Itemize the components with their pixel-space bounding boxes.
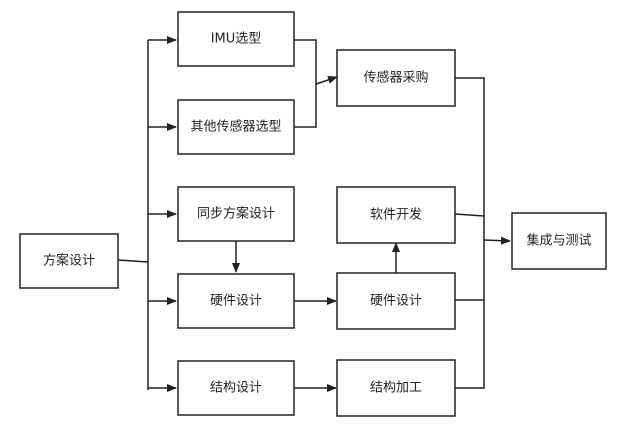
node-structure-design bbox=[177, 360, 295, 416]
node-plan-design bbox=[19, 233, 119, 289]
label-structure-design: 结构设计 bbox=[210, 381, 262, 396]
edge-collector bbox=[455, 77, 485, 389]
node-software-dev bbox=[336, 186, 456, 244]
node-other-sensor-selection bbox=[177, 99, 295, 155]
node-sync-plan-design bbox=[177, 186, 295, 242]
node-sensor-purchase bbox=[336, 49, 456, 107]
label-plan-design: 方案设计 bbox=[43, 253, 95, 269]
label-sync-plan-design: 同步方案设计 bbox=[197, 206, 275, 222]
label-other-sensor-selection: 其他传感器选型 bbox=[190, 119, 281, 135]
connectors bbox=[117, 36, 511, 392]
label-sensor-purchase: 传感器采购 bbox=[363, 70, 428, 86]
node-hardware-design-1 bbox=[177, 273, 295, 329]
edge-to-purchase bbox=[315, 76, 338, 85]
edge-to-integration bbox=[483, 236, 511, 245]
label-hardware-design-2: 硬件设计 bbox=[370, 294, 422, 309]
node-integration-test bbox=[511, 212, 607, 270]
label-hardware-design-1: 硬件设计 bbox=[210, 294, 262, 309]
node-hardware-design-2 bbox=[336, 272, 456, 330]
edge-plan-to-trunk bbox=[117, 259, 149, 263]
label-software-dev: 软件开发 bbox=[370, 207, 422, 223]
node-structure-processing bbox=[336, 359, 456, 417]
label-structure-processing: 结构加工 bbox=[370, 381, 422, 396]
edge-software-to-collector bbox=[454, 213, 485, 217]
label-imu-selection: IMU选型 bbox=[211, 32, 262, 47]
edge-sensor-merge bbox=[294, 39, 317, 128]
node-imu-selection bbox=[177, 11, 295, 67]
label-integration-test: 集成与测试 bbox=[526, 233, 591, 249]
